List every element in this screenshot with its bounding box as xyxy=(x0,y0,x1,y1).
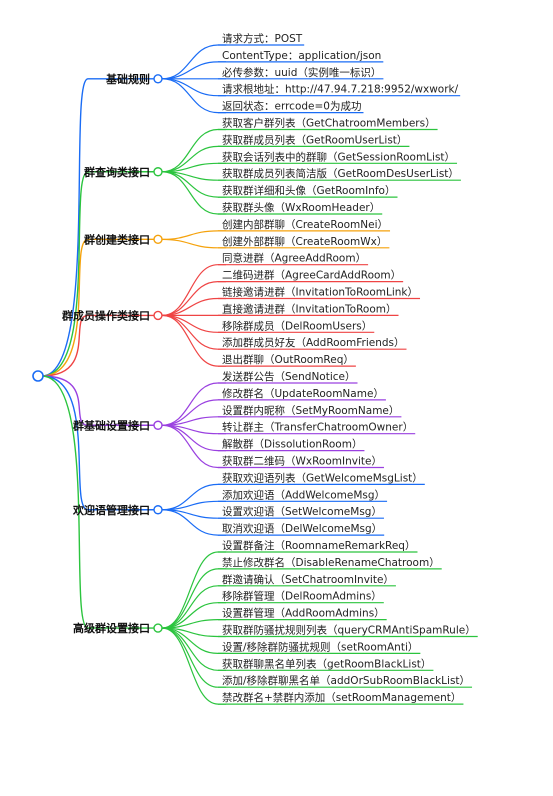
edge-branch-to-leaf xyxy=(161,424,226,452)
edge-branch-to-leaf xyxy=(161,568,226,629)
leaf-label: 二维码进群（AgreeCardAddRoom） xyxy=(222,269,401,282)
branch-label: 群创建类接口 xyxy=(83,232,150,246)
branch-node-circle xyxy=(153,167,163,177)
edge-branch-to-leaf xyxy=(161,128,226,173)
leaf-label: 发送群公告（SendNotice） xyxy=(222,370,356,383)
branch-node-circle xyxy=(153,505,163,515)
leaf-label: 设置/移除群防骚扰规则（setRoomAnti） xyxy=(222,640,418,653)
edge-branch-to-leaf xyxy=(161,382,226,426)
branch-label: 欢迎语管理接口 xyxy=(72,503,150,517)
edge-branch-to-leaf xyxy=(161,627,226,705)
edge-root-to-branch xyxy=(41,238,154,377)
edge-root-to-branch xyxy=(41,375,154,426)
edge-branch-to-leaf xyxy=(161,619,226,629)
branch-label: 高级群设置接口 xyxy=(73,621,150,635)
leaf-label: 修改群名（UpdateRoomName） xyxy=(222,387,384,400)
root-node-circle xyxy=(32,370,44,382)
leaf-label: 获取群成员列表简洁版（GetRoomDesUserList） xyxy=(222,167,459,180)
leaf-label: 添加欢迎语（AddWelcomeMsg） xyxy=(222,488,385,501)
leaf-label: 禁止修改群名（DisableRenameChatroom） xyxy=(222,556,440,569)
leaf-label: 添加群成员好友（AddRoomFriends） xyxy=(222,336,405,349)
nodes: 请求方式：POST ContentType：application/json 必传参… xyxy=(32,32,476,704)
edge-branch-to-leaf xyxy=(161,483,226,511)
edge-branch-to-leaf xyxy=(161,78,226,114)
branch-label: 群查询类接口 xyxy=(83,165,150,179)
edge-root-to-branch xyxy=(41,375,154,629)
edge-root-to-branch xyxy=(41,375,154,511)
branch-node-circle xyxy=(153,74,163,84)
branch-label: 群成员操作类接口 xyxy=(61,308,150,322)
branch-label: 基础规则 xyxy=(105,72,150,86)
branch-label: 群基础设置接口 xyxy=(72,418,150,432)
edge-branch-to-leaf xyxy=(161,78,226,97)
leaf-label: 设置欢迎语（SetWelcomeMsg） xyxy=(222,505,382,518)
leaf-label: 创建内部群聊（CreateRoomNei） xyxy=(222,218,388,231)
edge-root-to-branch xyxy=(41,314,154,377)
leaf-label: 直接邀请进群（InvitationToRoom） xyxy=(222,302,397,315)
edge-branch-to-leaf xyxy=(161,314,226,367)
leaf-label: 获取客户群列表（GetChatroomMembers） xyxy=(222,117,436,130)
branch-node-circle xyxy=(153,420,163,430)
edge-branch-to-leaf xyxy=(161,602,226,629)
edge-root-to-branch xyxy=(41,78,154,377)
edge-branch-to-leaf xyxy=(161,238,226,249)
edge-branch-to-leaf xyxy=(161,627,226,671)
edge-branch-to-leaf xyxy=(161,500,226,511)
leaf-label: 请求根地址：http://47.94.7.218:9952/wxwork/ xyxy=(222,83,459,96)
leaf-label: 设置群备注（RoomnameRemarkReq） xyxy=(222,539,415,552)
leaf-label: 获取群详细和头像（GetRoomInfo） xyxy=(222,184,396,197)
leaf-label: 必传参数：uuid（实例唯一标识） xyxy=(222,66,381,79)
leaf-label: 获取欢迎语列表（GetWelcomeMsgList） xyxy=(222,471,423,484)
edge-branch-to-leaf xyxy=(161,264,226,316)
leaf-label: 添加/移除群聊黑名单（addOrSubRoomBlackList） xyxy=(222,674,470,687)
leaf-label: 退出群聊（OutRoomReq） xyxy=(222,353,354,366)
leaf-label: 移除群管理（DelRoomAdmins） xyxy=(222,590,382,603)
leaf-label: 获取群成员列表（GetRoomUserList） xyxy=(222,133,407,146)
leaf-label: 解散群（DissolutionRoom） xyxy=(222,438,362,451)
leaf-label: 链接邀请进群（InvitationToRoomLink） xyxy=(222,286,418,299)
leaf-label: 获取群二维码（WxRoomInvite） xyxy=(222,455,382,468)
edge-branch-to-leaf xyxy=(161,230,226,240)
leaf-label: 移除群成员（DelRoomUsers） xyxy=(222,319,372,332)
leaf-label: 获取会话列表中的群聊（GetSessionRoomList） xyxy=(222,150,455,163)
edge-branch-to-leaf xyxy=(161,416,226,426)
leaf-label: 获取群头像（WxRoomHeader） xyxy=(222,201,380,214)
edge-branch-to-leaf xyxy=(161,44,226,80)
leaf-label: ContentType：application/json xyxy=(222,50,381,62)
leaf-label: 群邀请确认（SetChatroomInvite） xyxy=(222,573,394,586)
leaf-label: 获取群聊黑名单列表（getRoomBlackList） xyxy=(222,657,431,670)
edge-branch-to-leaf xyxy=(161,399,226,426)
edge-branch-to-leaf xyxy=(161,171,226,215)
leaf-label: 获取群防骚扰规则列表（queryCRMAntiSpamRule） xyxy=(222,624,476,637)
edge-branch-to-leaf xyxy=(161,424,226,469)
branch-node-circle xyxy=(153,234,163,245)
edge-branch-to-leaf xyxy=(161,551,226,629)
edge-branch-to-leaf xyxy=(161,509,226,536)
branch-node-circle xyxy=(153,310,163,321)
edge-branch-to-leaf xyxy=(161,145,226,173)
leaf-label: 取消欢迎语（DelWelcomeMsg） xyxy=(222,522,382,535)
edge-branch-to-leaf xyxy=(161,585,226,629)
branch-node-circle xyxy=(153,623,163,633)
leaf-label: 返回状态：errcode=0为成功 xyxy=(222,100,361,113)
leaf-label: 设置群管理（AddRoomAdmins） xyxy=(222,607,385,620)
edge-root-to-branch xyxy=(41,171,154,377)
leaf-label: 设置群内昵称（SetMyRoomName） xyxy=(222,404,399,417)
edges xyxy=(41,44,478,705)
edge-branch-to-leaf xyxy=(161,171,226,198)
leaf-label: 转让群主（TransferChatroomOwner） xyxy=(222,421,413,434)
edge-branch-to-leaf xyxy=(161,61,226,80)
edge-branch-to-leaf xyxy=(161,162,226,173)
leaf-label: 创建外部群聊（CreateRoomWx） xyxy=(222,235,387,248)
edge-branch-to-leaf xyxy=(161,281,226,316)
leaf-label: 请求方式：POST xyxy=(222,32,303,45)
leaf-label: 同意进群（AgreeAddRoom） xyxy=(222,252,366,265)
leaf-label: 禁改群名+禁群内添加（setRoomManagement） xyxy=(222,691,461,704)
